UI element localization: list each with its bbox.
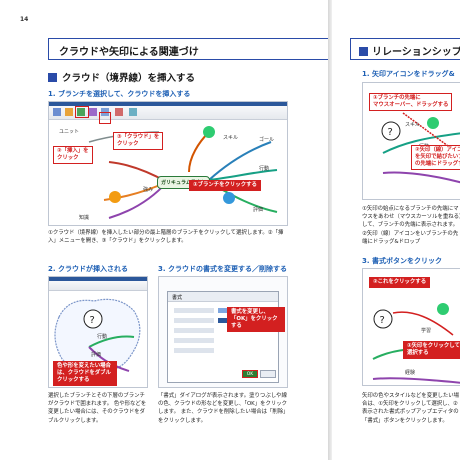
callout-insert: ②「挿入」を クリック bbox=[53, 146, 93, 164]
cancel-button[interactable] bbox=[260, 370, 276, 378]
ok-button[interactable]: OK bbox=[242, 370, 258, 378]
right-step1-text: ①矢印の始点になるブランチの先端にマウスをあわせ（マウスカーソルを重ねる）して、… bbox=[362, 206, 460, 245]
screenshot-insert-cloud: ガリキュラム見出し ユニット スキル ゴール 行動 強み 評価 知識 ②「挿入」… bbox=[48, 101, 288, 226]
right-node-skill[interactable]: スキル bbox=[405, 122, 421, 128]
subhead-cloud: クラウド（境界線）を挿入する bbox=[48, 70, 195, 84]
node-eval-2[interactable]: 評価 bbox=[91, 352, 102, 358]
left-page: 14 クラウドや矢印による関連づけ クラウド（境界線）を挿入する 1. ブランチ… bbox=[0, 0, 330, 460]
callout-cloud: ③「クラウド」を クリック bbox=[113, 132, 164, 150]
node-strength[interactable]: 強み bbox=[143, 187, 154, 193]
book-gutter bbox=[328, 0, 332, 460]
callout-format: 書式を変更し、「OK」をクリックする bbox=[227, 307, 285, 332]
svg-text:?: ? bbox=[90, 315, 95, 326]
right-section-title: リレーションシップ bbox=[350, 38, 460, 60]
section-title: クラウドや矢印による関連づけ bbox=[48, 38, 330, 60]
step1-title: 1. ブランチを選択して、クラウドを挿入する bbox=[48, 90, 191, 98]
step2-title: 2. クラウドが挿入される bbox=[48, 265, 128, 273]
node-eval[interactable]: 評価 bbox=[253, 207, 264, 213]
right-screenshot-arrow-drag: ? スキル 行動 ①ブランチの先端に マウスオーバー、ドラッグする ②矢印（線）… bbox=[362, 82, 460, 200]
callout-double-click: 色や形を変えたい場合は、クラウドをダブルクリックする bbox=[53, 361, 117, 386]
right-callout-1: ①ブランチの先端に マウスオーバー、ドラッグする bbox=[369, 93, 453, 111]
right-screenshot-format: ? 学習 経験 ②これをクリックする ①矢印をクリックして 選択する bbox=[362, 268, 460, 386]
cloud-canvas: ? bbox=[54, 298, 141, 372]
cloud-button-highlight bbox=[99, 112, 111, 124]
page-number: 14 bbox=[20, 16, 29, 23]
right-step1-title: 1. 矢印アイコンをドラッグ& bbox=[362, 70, 455, 78]
node-action-2[interactable]: 行動 bbox=[97, 334, 108, 340]
svg-text:?: ? bbox=[380, 315, 385, 326]
right-node-learn[interactable]: 学習 bbox=[421, 328, 432, 334]
step3-title: 3. クラウドの書式を変更する／削除する bbox=[158, 265, 287, 273]
svg-text:?: ? bbox=[388, 127, 393, 138]
right-callout-select: ①矢印をクリックして 選択する bbox=[403, 341, 460, 359]
right-callout-2: ②矢印（線）アイコン を矢印で結びたいブランチ の先端にドラッグする bbox=[411, 145, 460, 170]
right-step3-text: 矢印の色やスタイルなどを変更したい場合は、①矢印をクリックして選択し、②表示され… bbox=[362, 393, 460, 424]
step2-text: 選択したブランチとその下層のブランチがクラウドで囲まれます。 色や形などを変更し… bbox=[48, 393, 147, 424]
callout-branch: ①ブランチをクリックする bbox=[189, 180, 261, 191]
right-page: リレーションシップ 1. 矢印アイコンをドラッグ& ? スキル 行動 ①ブランチ… bbox=[332, 0, 460, 460]
subhead-text: クラウド（境界線）を挿入する bbox=[62, 73, 196, 84]
step1-text: ①クラウド（境界線）を挿入したい部分の最上階層のブランチをクリックして選択します… bbox=[48, 230, 284, 245]
insert-tab-highlight bbox=[75, 106, 89, 118]
screenshot-format-dialog: 書式 OK 書式を変更し、「OK」をクリックする bbox=[158, 276, 288, 388]
right-callout-format: ②これをクリックする bbox=[369, 277, 431, 288]
node-goal[interactable]: ゴール bbox=[259, 137, 275, 143]
ribbon bbox=[49, 106, 287, 120]
screenshot-cloud-inserted: ? 行動 評価 色や形を変えたい場合は、クラウドをダブルクリックする bbox=[48, 276, 148, 388]
node-unit[interactable]: ユニット bbox=[59, 129, 80, 135]
right-node-exp[interactable]: 経験 bbox=[405, 370, 416, 376]
dialog-title: 書式 bbox=[168, 292, 278, 302]
format-dialog: 書式 OK bbox=[167, 291, 279, 383]
node-skill[interactable]: スキル bbox=[223, 135, 239, 141]
square-bullet-icon bbox=[48, 73, 57, 82]
node-knowledge[interactable]: 知識 bbox=[79, 215, 90, 221]
node-action[interactable]: 行動 bbox=[259, 166, 270, 172]
right-step3-title: 3. 書式ボタンをクリック bbox=[362, 257, 442, 265]
step3-text: 「書式」ダイアログが表示されます。塗りつぶしや線の色、クラウドの形などを変更し、… bbox=[158, 393, 288, 424]
